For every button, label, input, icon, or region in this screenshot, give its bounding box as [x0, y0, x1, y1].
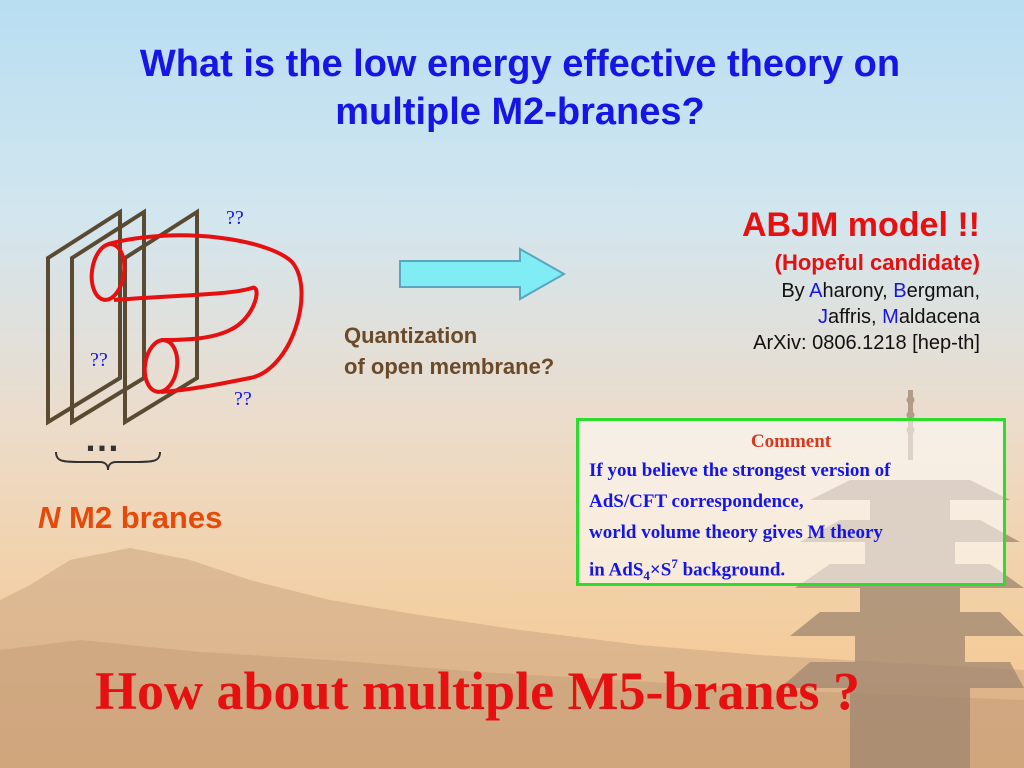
brane-sheet-3: [123, 208, 199, 426]
quantization-text: Quantization of open membrane?: [344, 320, 554, 382]
ads-prefix: in AdS: [589, 559, 644, 581]
comment-line-1: If you believe the strongest version of: [589, 460, 891, 481]
ads-dimension: 4: [643, 568, 650, 584]
author-initial-a: A: [809, 280, 823, 302]
brane-sheet-1: [46, 208, 122, 426]
abjm-block: ABJM model !! (Hopeful candidate) By Aha…: [742, 202, 980, 356]
m2-brane-diagram: [46, 208, 304, 426]
author-rest-j: affris: [828, 306, 872, 328]
author-initial-j: J: [818, 306, 829, 328]
branes-label: M2 branes: [69, 500, 223, 535]
ellipsis-dots: …: [84, 418, 122, 459]
title-line-2: multiple M2-branes?: [335, 91, 705, 133]
title-line-1: What is the low energy effective theory …: [139, 43, 901, 85]
arxiv-reference: ArXiv: 0806.1218 [hep-th]: [753, 332, 980, 354]
by-prefix: By: [781, 280, 810, 302]
bottom-question: How about multiple M5-branes ?: [95, 661, 861, 721]
comment-box: Comment If you believe the strongest ver…: [576, 418, 1006, 586]
comment-line-3: world volume theory gives M theory: [589, 522, 883, 543]
author-initial-b: B: [893, 280, 907, 302]
comment-line-2: AdS/CFT correspondence,: [589, 491, 804, 512]
abjm-title: ABJM model !!: [742, 206, 980, 244]
unknown-label-top: ??: [226, 207, 244, 229]
times-symbol: ×: [649, 559, 661, 581]
sphere-dimension: 7: [671, 556, 678, 571]
author-rest-b: ergman: [906, 280, 975, 302]
background-suffix: background.: [677, 559, 786, 581]
sphere-symbol: S: [660, 559, 672, 581]
membrane-tube-inner: [113, 285, 259, 342]
n-symbol: N: [38, 500, 61, 535]
underbrace: [55, 451, 161, 471]
unknown-label-left: ??: [90, 349, 108, 371]
quantization-line-2: of open membrane?: [344, 354, 555, 379]
authors-line-1: By Aharony, Bergman,: [781, 280, 980, 302]
quantization-line-1: Quantization: [344, 323, 478, 348]
author-rest-a: harony: [822, 280, 883, 302]
unknown-label-bottom: ??: [234, 388, 252, 410]
membrane-end-bottom: [142, 338, 180, 394]
abjm-subtitle: (Hopeful candidate): [774, 250, 980, 275]
mountain-far: [0, 640, 1024, 768]
right-arrow-icon: [399, 247, 567, 301]
mountain-silhouette: [0, 548, 1024, 768]
comment-title: Comment: [750, 431, 832, 452]
membrane-tube-outer: [107, 233, 304, 394]
author-initial-m: M: [882, 306, 899, 328]
authors-line-2: Jaffris, Maldacena: [818, 306, 980, 328]
author-rest-m: aldacena: [898, 306, 980, 328]
n-m2-branes-label: N M2 branes: [38, 500, 222, 536]
comment-line-4: in AdS4×S7 background.: [589, 548, 993, 591]
slide-title: What is the low energy effective theory …: [40, 40, 1000, 136]
open-membrane-loop: [89, 233, 304, 394]
